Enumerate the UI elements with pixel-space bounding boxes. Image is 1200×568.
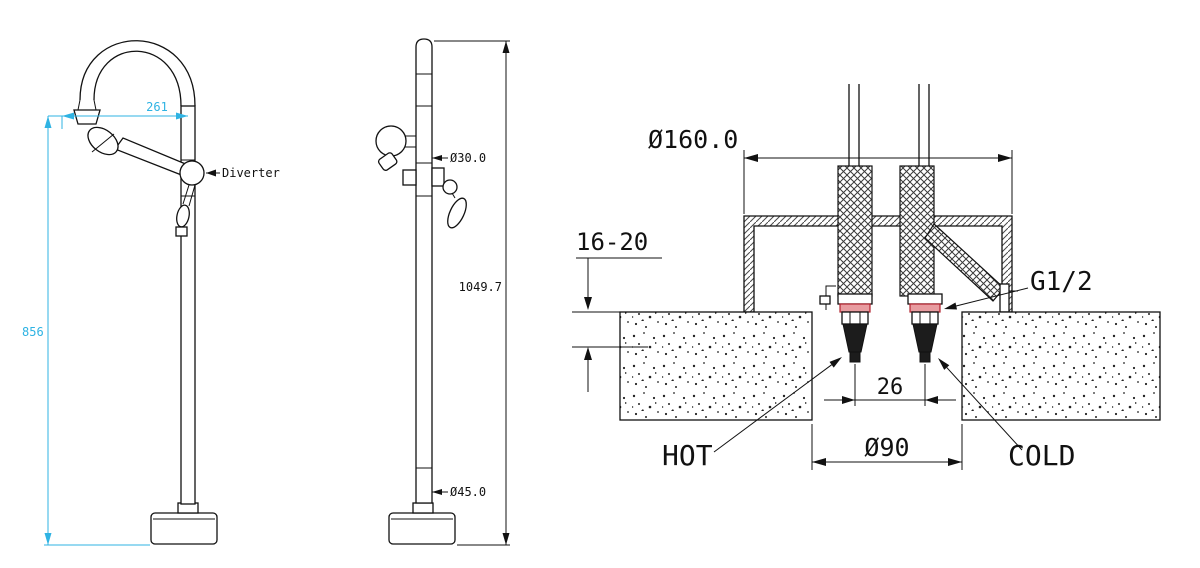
hot-label: HOT: [662, 439, 713, 472]
inlet-hose-left: [837, 165, 873, 297]
dim-floor-thickness: 16-20: [576, 228, 648, 256]
thread-callout: G1/2: [944, 267, 1093, 310]
inlet-hose-right: [899, 165, 935, 297]
lever-handle-front: [175, 184, 196, 237]
front-view: Diverter 261 856: [22, 40, 280, 546]
diverter-handle-side: [402, 167, 467, 229]
front-dimensions: 261 856: [22, 100, 188, 546]
mounting-bracket: [819, 285, 836, 310]
dim-overall-height: 1049.7: [459, 280, 502, 294]
diverter-label: Diverter: [222, 166, 280, 180]
dim-hole-diameter: Ø90: [864, 433, 909, 462]
floor-slab-right: [961, 311, 1161, 421]
faucet-base-side: [388, 502, 456, 545]
dim-hole-group: Ø90: [811, 424, 963, 470]
dim-inlet-spacing: 26: [877, 375, 904, 400]
dim-spout-reach: 261: [146, 100, 168, 114]
supply-pipe-right: [918, 84, 930, 178]
diverter-callout: Diverter: [206, 166, 280, 180]
hot-callout: HOT: [662, 357, 842, 472]
dim-base-pipe-diameter: Ø45.0: [450, 485, 486, 499]
hand-shower-head: [87, 126, 119, 156]
cold-callout: COLD: [938, 358, 1075, 472]
hot-valve: [837, 293, 873, 363]
side-dimensions: Ø30.0 1049.7 Ø45.0: [432, 40, 510, 546]
diverter-knob: [179, 160, 205, 186]
dim-height: 856: [22, 325, 44, 339]
cold-label: COLD: [1008, 439, 1075, 472]
hand-shower-handle: [113, 137, 189, 177]
supply-pipe-left: [848, 84, 860, 178]
side-view: Ø30.0 1049.7 Ø45.0: [375, 38, 510, 546]
riser-pipe-side: [415, 38, 433, 504]
dim-inlet-spacing-group: 26: [824, 364, 956, 406]
faucet-base-front: [150, 502, 218, 545]
dim-escutcheon: Ø160.0: [648, 125, 1013, 214]
dim-pipe-diameter: Ø30.0: [450, 151, 486, 165]
thread-label: G1/2: [1030, 267, 1093, 297]
hand-shower: [87, 126, 189, 177]
shower-head-side: [375, 125, 416, 171]
floor-slab-left: [619, 311, 813, 421]
dim-floor-thickness-group: 16-20: [572, 228, 662, 392]
cold-valve: [907, 293, 943, 363]
gooseneck-spout: [73, 40, 196, 125]
dim-escutcheon-diameter: Ø160.0: [648, 125, 738, 154]
installation-view: Ø160.0 16-20 G1/2 26: [572, 84, 1161, 472]
side-outlet-hose: [924, 223, 1005, 302]
side-flange: [999, 283, 1018, 313]
